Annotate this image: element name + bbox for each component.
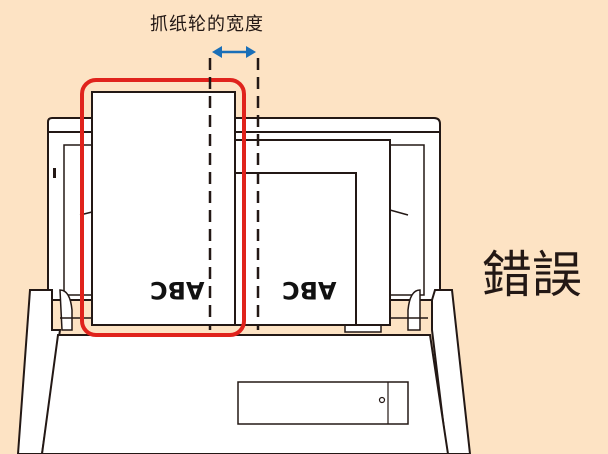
roller-width-arrow — [212, 46, 256, 58]
roller-width-guides — [208, 58, 260, 330]
error-highlight-frame — [80, 78, 246, 337]
verdict-label: 錯誤 — [482, 246, 582, 304]
sheet-back-text: ABC — [282, 276, 337, 304]
scanner-side-guides — [16, 289, 472, 454]
roller-width-label: 抓纸轮的宽度 — [150, 14, 264, 35]
sheet-front-text: ABC — [150, 276, 205, 304]
scanner-indicator-mark — [53, 168, 56, 178]
scanner-front-panel — [40, 317, 450, 454]
